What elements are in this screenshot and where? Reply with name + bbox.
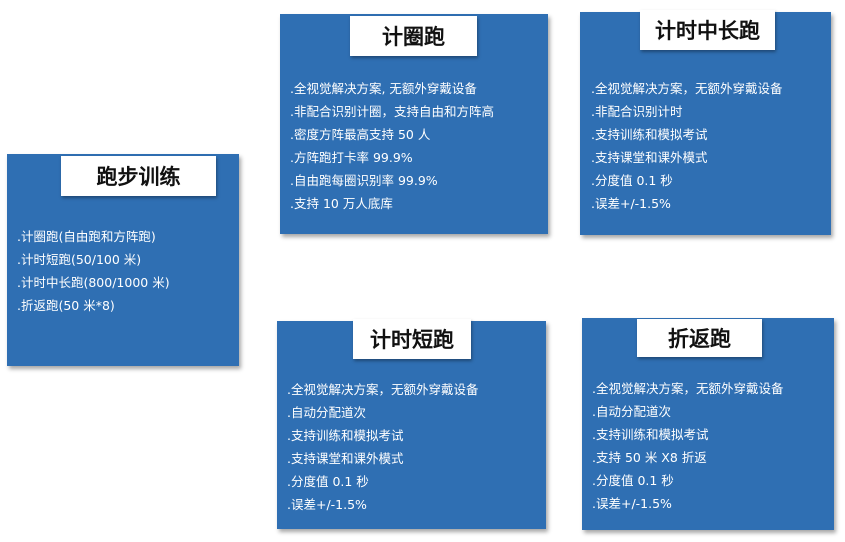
list-item: .自动分配道次 (592, 404, 671, 419)
lap-running-card: 计圈跑 .全视觉解决方案, 无额外穿戴设备 .非配合识别计圈，支持自由和方阵高 … (280, 14, 548, 234)
list-item: .方阵跑打卡率 99.9% (290, 150, 413, 165)
list-item: .自动分配道次 (287, 405, 366, 420)
timed-sprint-card: 计时短跑 .全视觉解决方案，无额外穿戴设备 .自动分配道次 .支持训练和模拟考试… (277, 319, 546, 529)
list-item: .支持训练和模拟考试 (287, 428, 404, 443)
running-training-card: 跑步训练 .计圈跑(自由跑和方阵跑) .计时短跑(50/100 米) .计时中长… (7, 154, 239, 366)
list-item: .支持课堂和课外模式 (591, 150, 708, 165)
list-item: .分度值 0.1 秒 (591, 173, 673, 188)
list-item: .全视觉解决方案，无额外穿戴设备 (591, 81, 783, 96)
shuttle-run-card: 折返跑 .全视觉解决方案，无额外穿戴设备 .自动分配道次 .支持训练和模拟考试 … (582, 318, 834, 530)
feature-list: .全视觉解决方案，无额外穿戴设备 .自动分配道次 .支持训练和模拟考试 .支持 … (592, 377, 783, 515)
list-item: .误差+/-1.5% (591, 196, 671, 211)
card-title: 计时中长跑 (640, 10, 775, 50)
feature-list: .全视觉解决方案, 无额外穿戴设备 .非配合识别计圈，支持自由和方阵高 .密度方… (290, 77, 494, 215)
list-item: .误差+/-1.5% (287, 497, 367, 512)
list-item: .误差+/-1.5% (592, 496, 672, 511)
card-title: 跑步训练 (61, 156, 216, 196)
card-title: 计圈跑 (350, 16, 477, 56)
list-item: .全视觉解决方案, 无额外穿戴设备 (290, 81, 477, 96)
list-item: .计时中长跑(800/1000 米) (17, 275, 170, 290)
list-item: .支持课堂和课外模式 (287, 451, 404, 466)
list-item: .支持 10 万人底库 (290, 196, 393, 211)
feature-list: .全视觉解决方案，无额外穿戴设备 .自动分配道次 .支持训练和模拟考试 .支持课… (287, 378, 478, 516)
list-item: .密度方阵最高支持 50 人 (290, 127, 431, 142)
card-title: 计时短跑 (353, 319, 471, 359)
list-item: .支持 50 米 X8 折返 (592, 450, 707, 465)
list-item: .非配合识别计时 (591, 104, 683, 119)
list-item: .支持训练和模拟考试 (591, 127, 708, 142)
feature-list: .全视觉解决方案，无额外穿戴设备 .非配合识别计时 .支持训练和模拟考试 .支持… (591, 77, 782, 215)
list-item: .分度值 0.1 秒 (287, 474, 369, 489)
list-item: .全视觉解决方案，无额外穿戴设备 (287, 382, 479, 397)
list-item: .全视觉解决方案，无额外穿戴设备 (592, 381, 784, 396)
list-item: .支持训练和模拟考试 (592, 427, 709, 442)
list-item: .折返跑(50 米*8) (17, 298, 115, 313)
feature-list: .计圈跑(自由跑和方阵跑) .计时短跑(50/100 米) .计时中长跑(800… (17, 225, 170, 317)
list-item: .计时短跑(50/100 米) (17, 252, 142, 267)
list-item: .计圈跑(自由跑和方阵跑) (17, 229, 156, 244)
timed-middle-distance-card: 计时中长跑 .全视觉解决方案，无额外穿戴设备 .非配合识别计时 .支持训练和模拟… (580, 10, 831, 235)
list-item: .非配合识别计圈，支持自由和方阵高 (290, 104, 494, 119)
list-item: .自由跑每圈识别率 99.9% (290, 173, 438, 188)
list-item: .分度值 0.1 秒 (592, 473, 674, 488)
card-title: 折返跑 (637, 319, 762, 357)
